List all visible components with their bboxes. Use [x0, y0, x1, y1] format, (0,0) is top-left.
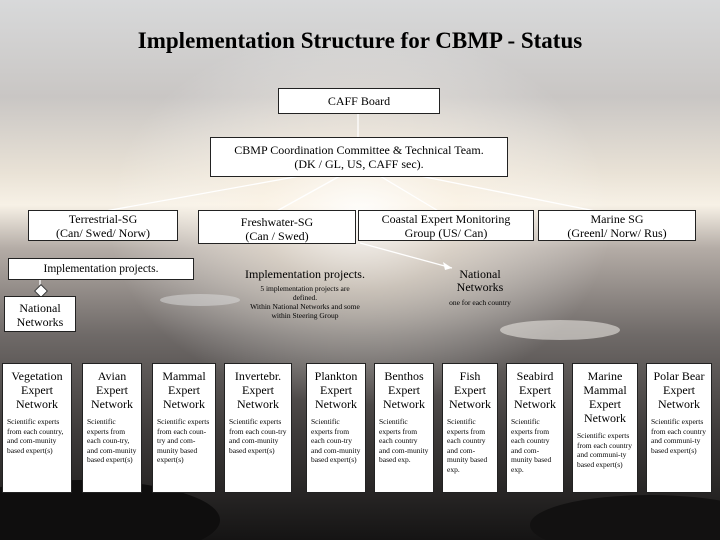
- cbmp-committee-line1: CBMP Coordination Committee & Technical …: [234, 143, 484, 157]
- national-networks-left-line2: Networks: [16, 315, 64, 329]
- terrestrial-sg-line1: Terrestrial-SG: [68, 212, 138, 226]
- network-description: Scientific experts from each country and…: [511, 417, 552, 474]
- network-name: Polar Bear Expert Network: [653, 369, 705, 411]
- national-networks-left-line1: National: [19, 301, 61, 315]
- network-description: Scientific experts from each country and…: [447, 417, 488, 474]
- freshwater-sg-line1: Freshwater-SG: [240, 215, 314, 229]
- network-name: Avian Expert Network: [91, 369, 133, 411]
- network-name: Plankton Expert Network: [314, 369, 358, 411]
- network-vegetation: Vegetation Expert Network Scientific exp…: [2, 363, 72, 493]
- network-name: Seabird Expert Network: [514, 369, 556, 411]
- page-title: Implementation Structure for CBMP - Stat…: [137, 28, 583, 53]
- caff-board-box: CAFF Board: [278, 88, 440, 114]
- implementation-projects-center-line3: Within National Networks and some: [250, 302, 360, 311]
- network-description: Scientific experts from each country and…: [379, 417, 429, 464]
- marine-sg-line2: (Greenl/ Norw/ Rus): [567, 225, 667, 240]
- network-name: Mammal Expert Network: [162, 369, 206, 411]
- network-name: Benthos Expert Network: [383, 369, 425, 411]
- network-description: Scientific experts from each country and…: [651, 417, 706, 455]
- national-networks-right-line2: Networks: [456, 280, 504, 294]
- network-fish: Fish Expert Network Scientific experts f…: [442, 363, 498, 493]
- network-name: Vegetation Expert Network: [11, 369, 63, 411]
- coastal-group-box: Coastal Expert Monitoring Group (US/ Can…: [358, 210, 534, 241]
- network-plankton: Plankton Expert Network Scientific exper…: [306, 363, 366, 493]
- implementation-projects-center-title: Implementation projects.: [245, 267, 365, 281]
- coastal-group-line2: Group (US/ Can): [404, 225, 488, 240]
- coastal-group-line1: Coastal Expert Monitoring: [381, 212, 511, 226]
- cbmp-committee-line2: (DK / GL, US, CAFF sec).: [294, 157, 424, 171]
- network-description: Scientific experts from each country, an…: [7, 417, 64, 455]
- marine-sg-line1: Marine SG: [590, 212, 644, 226]
- implementation-projects-left-label: Implementation projects.: [43, 263, 159, 275]
- network-description: Scientific experts from each coun-try an…: [157, 417, 210, 464]
- network-benthos: Benthos Expert Network Scientific expert…: [374, 363, 434, 493]
- network-description: Scientific experts from each coun-try, a…: [87, 417, 137, 464]
- freshwater-sg-line2: (Can / Swed): [245, 229, 309, 243]
- network-name: Marine Mammal Expert Network: [583, 369, 627, 425]
- network-invertebrate: Invertebr. Expert Network Scientific exp…: [224, 363, 292, 493]
- freshwater-sg-box: Freshwater-SG (Can / Swed): [198, 210, 356, 244]
- network-description: Scientific experts from each coun-try an…: [311, 417, 361, 464]
- network-name: Fish Expert Network: [449, 369, 491, 411]
- cbmp-committee-box: CBMP Coordination Committee & Technical …: [210, 137, 508, 177]
- network-marine-mammal: Marine Mammal Expert Network Scientific …: [572, 363, 638, 493]
- network-description: Scientific experts from each coun-try an…: [229, 417, 287, 455]
- terrestrial-sg-box: Terrestrial-SG (Can/ Swed/ Norw): [28, 210, 178, 241]
- implementation-projects-left-box: Implementation projects.: [8, 258, 194, 280]
- implementation-projects-center-line2: defined.: [292, 293, 318, 302]
- network-avian: Avian Expert Network Scientific experts …: [82, 363, 142, 493]
- network-mammal: Mammal Expert Network Scientific experts…: [152, 363, 216, 493]
- terrestrial-sg-line2: (Can/ Swed/ Norw): [56, 225, 150, 240]
- implementation-projects-center: Implementation projects. 5 implementatio…: [218, 267, 392, 321]
- marine-sg-box: Marine SG (Greenl/ Norw/ Rus): [538, 210, 696, 241]
- national-networks-right: National Networks one for each country: [425, 267, 535, 308]
- network-polar-bear: Polar Bear Expert Network Scientific exp…: [646, 363, 712, 493]
- network-seabird: Seabird Expert Network Scientific expert…: [506, 363, 564, 493]
- network-description: Scientific experts from each country and…: [577, 431, 632, 469]
- implementation-projects-center-line4: within Steering Group: [271, 311, 339, 320]
- network-name: Invertebr. Expert Network: [234, 369, 282, 411]
- national-networks-right-line1: National: [459, 267, 501, 281]
- caff-board-label: CAFF Board: [327, 94, 391, 108]
- national-networks-right-note: one for each country: [449, 298, 511, 307]
- national-networks-left-box: National Networks: [4, 296, 76, 332]
- implementation-projects-center-line1: 5 implementation projects are: [260, 284, 350, 293]
